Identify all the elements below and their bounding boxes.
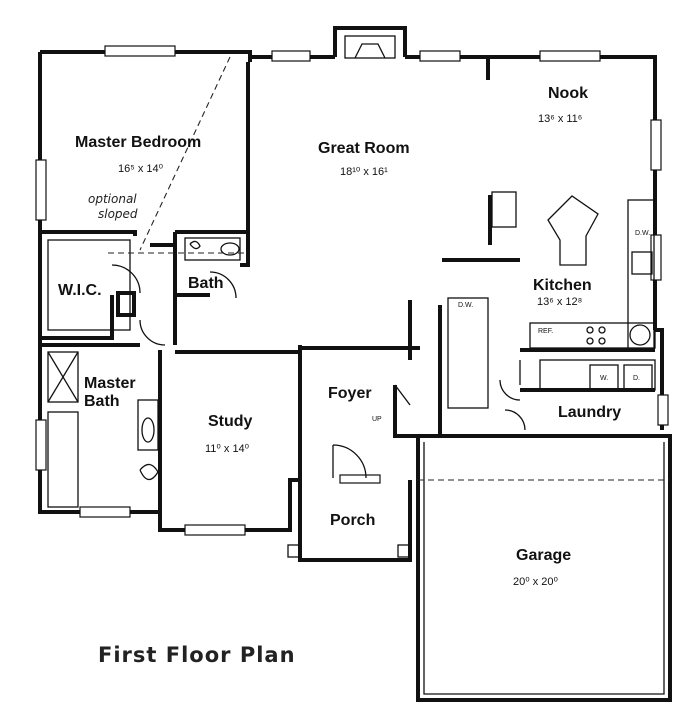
- optional-note: optional: [88, 192, 137, 206]
- great-room-label: Great Room: [318, 140, 410, 157]
- kitchen-island: [547, 195, 599, 266]
- bath-label: Bath: [188, 275, 224, 292]
- sloped-note: sloped: [98, 207, 138, 221]
- master-bedroom-dim: 16⁵ x 14⁰: [118, 163, 164, 175]
- windows: [35, 45, 669, 536]
- master-bath-label-line1: Master: [84, 375, 136, 392]
- interior-walls: [40, 57, 656, 512]
- dryer-label: D.: [633, 375, 640, 382]
- great-room-dim: 18¹⁰ x 16¹: [340, 166, 388, 178]
- porch-posts: [287, 544, 411, 558]
- nook-label: Nook: [548, 85, 588, 102]
- dashed-lines: [108, 56, 670, 481]
- nook-dim: 13⁶ x 11⁶: [538, 113, 582, 125]
- dw-kitchen-label: D.W.: [635, 230, 650, 237]
- master-bedroom-label: Master Bedroom: [75, 134, 201, 151]
- doors: [111, 264, 526, 479]
- porch-label: Porch: [330, 512, 375, 529]
- bath-fixtures: [47, 237, 241, 508]
- ref-label: REF.: [538, 328, 553, 335]
- wic-label: W.I.C.: [58, 282, 102, 299]
- master-bath-label-line2: Bath: [84, 393, 120, 410]
- garage-label: Garage: [516, 547, 571, 564]
- washer-label: W.: [600, 375, 608, 382]
- kitchen-dim: 13⁶ x 12⁸: [537, 296, 582, 308]
- foyer-label: Foyer: [328, 385, 372, 402]
- laundry-label: Laundry: [558, 404, 621, 421]
- garage-dim: 20⁰ x 20⁰: [513, 576, 558, 588]
- dw-stair-label: D.W.: [458, 302, 473, 309]
- plan-title: First Floor Plan: [98, 643, 296, 667]
- study-label: Study: [208, 413, 253, 430]
- kitchen-appliances: [586, 251, 653, 346]
- study-dim: 11⁰ x 14⁰: [205, 443, 250, 455]
- stairs-up-label: UP: [372, 416, 382, 423]
- kitchen-label: Kitchen: [533, 277, 592, 294]
- fireplace: [333, 26, 407, 59]
